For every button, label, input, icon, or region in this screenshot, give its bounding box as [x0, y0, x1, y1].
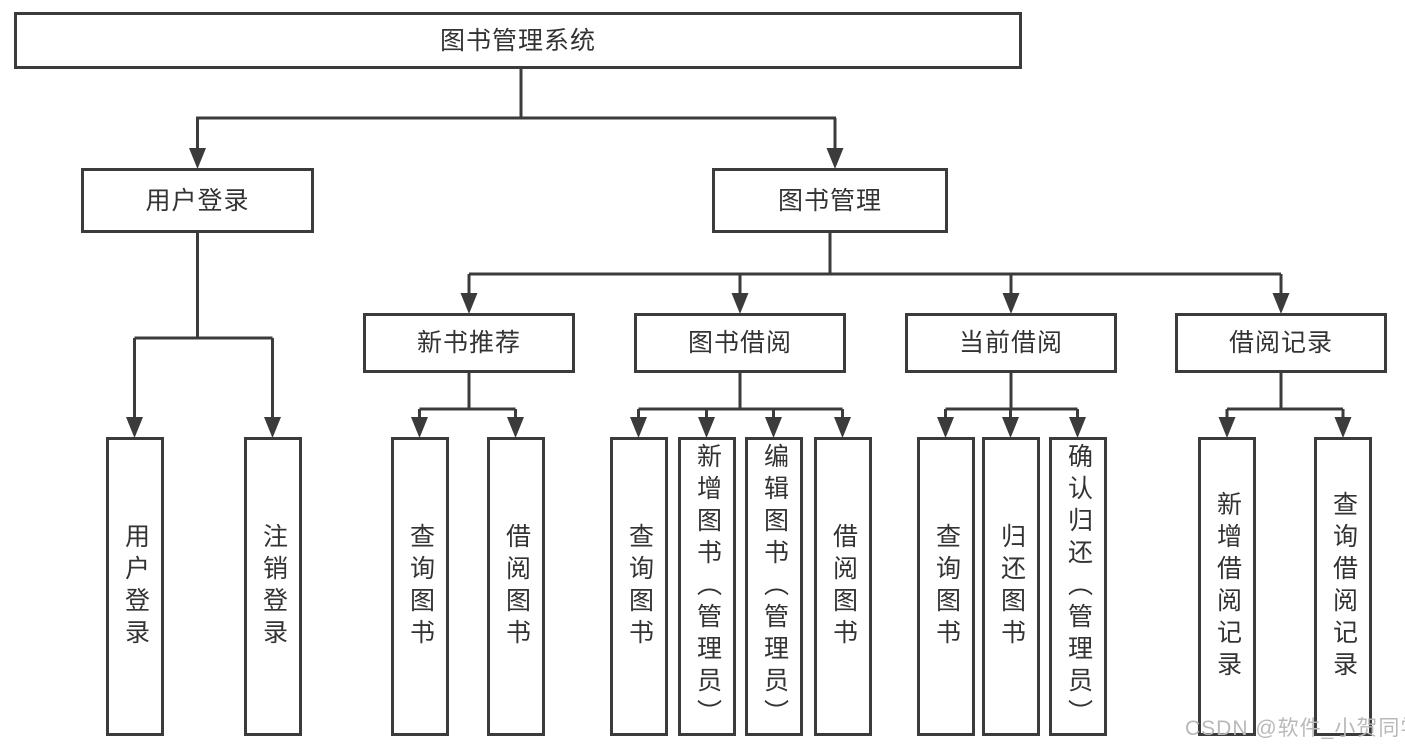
- leaf-confirm-return-admin: 确认归还（管理员）: [1049, 437, 1107, 736]
- leaf-label: 用户登录: [121, 522, 150, 651]
- leaf-label: 查询图书: [625, 522, 654, 651]
- leaf-label: 查询图书: [406, 522, 435, 651]
- leaf-user-login: 用户登录: [106, 437, 164, 736]
- leaf-edit-book-admin: 编辑图书（管理员）: [745, 437, 803, 736]
- node-new-book-recommend: 新书推荐: [363, 313, 575, 373]
- leaf-borrow-book-recommend: 借阅图书: [487, 437, 545, 736]
- leaf-label: 确认归还（管理员）: [1064, 442, 1093, 731]
- arrowheads: [126, 148, 1352, 438]
- leaf-logout: 注销登录: [244, 437, 302, 736]
- leaf-query-book-current: 查询图书: [917, 437, 975, 736]
- leaf-label: 编辑图书（管理员）: [760, 442, 789, 731]
- leaf-query-borrow-record: 查询借阅记录: [1314, 437, 1372, 736]
- node-borrow-records: 借阅记录: [1175, 313, 1387, 373]
- node-label: 借阅记录: [1228, 329, 1333, 357]
- leaf-query-book-recommend: 查询图书: [391, 437, 449, 736]
- leaf-return-book: 归还图书: [982, 437, 1040, 736]
- csdn-watermark: CSDN @软件_小贺同学: [1185, 717, 1405, 740]
- leaf-add-borrow-record: 新增借阅记录: [1198, 437, 1256, 736]
- leaf-label: 注销登录: [259, 522, 288, 651]
- node-label: 图书管理系统: [439, 26, 596, 55]
- leaf-query-book: 查询图书: [610, 437, 668, 736]
- node-label: 图书借阅: [687, 329, 792, 357]
- node-label: 图书管理: [777, 186, 882, 215]
- leaf-label: 查询图书: [932, 522, 961, 651]
- node-label: 当前借阅: [958, 329, 1063, 357]
- node-book-borrow: 图书借阅: [634, 313, 846, 373]
- node-book-management: 图书管理: [712, 168, 948, 233]
- leaf-label: 借阅图书: [829, 522, 858, 651]
- node-library-management-system: 图书管理系统: [14, 12, 1022, 69]
- leaf-label: 新增图书（管理员）: [693, 442, 722, 731]
- leaf-borrow-book: 借阅图书: [814, 437, 872, 736]
- leaf-label: 归还图书: [997, 522, 1026, 651]
- leaf-label: 查询借阅记录: [1329, 490, 1358, 683]
- leaf-label: 借阅图书: [502, 522, 531, 651]
- node-user-login: 用户登录: [81, 168, 314, 233]
- leaf-label: 新增借阅记录: [1213, 490, 1242, 683]
- node-current-borrow: 当前借阅: [905, 313, 1117, 373]
- node-label: 用户登录: [145, 186, 250, 215]
- leaf-add-book-admin: 新增图书（管理员）: [678, 437, 736, 736]
- node-label: 新书推荐: [416, 329, 521, 357]
